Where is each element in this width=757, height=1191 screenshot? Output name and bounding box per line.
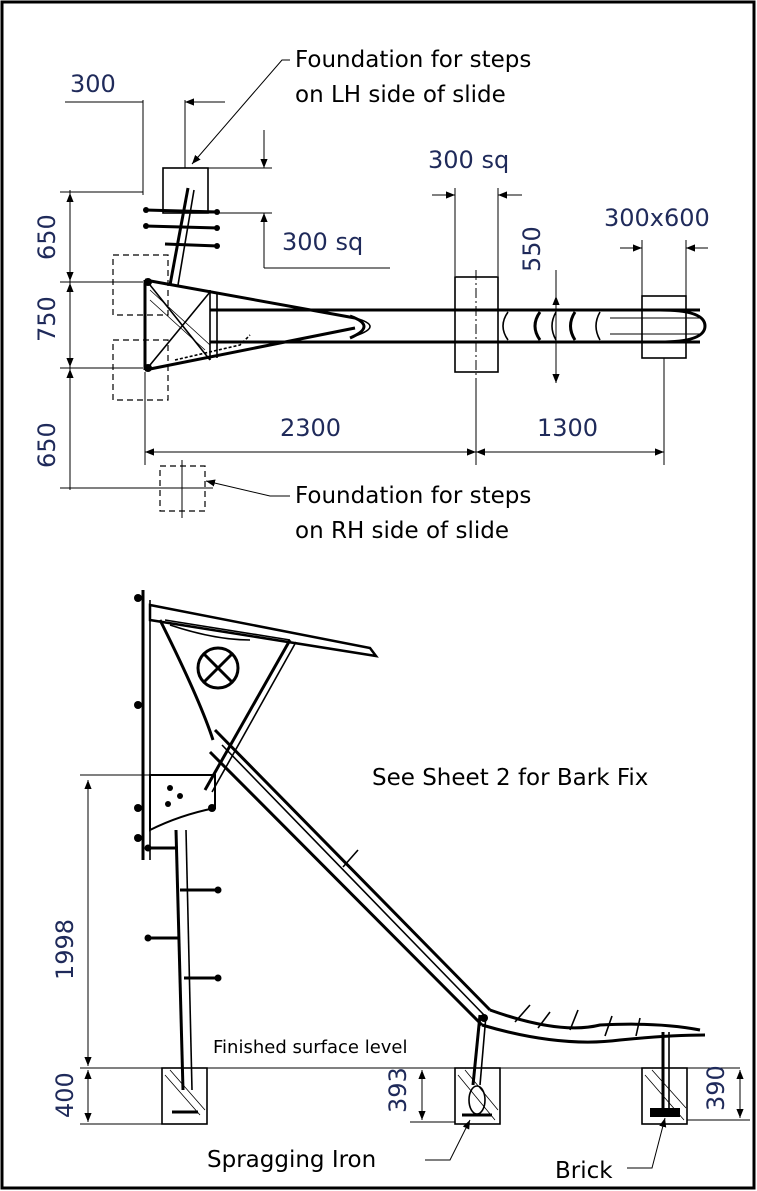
tower-foundation-top: [112, 254, 169, 316]
note-surface: Finished surface level: [213, 1037, 408, 1058]
label-spragging-iron: Spragging Iron: [207, 1147, 376, 1173]
dim-2300: 2300: [280, 414, 341, 442]
note-rh-line1: Foundation for steps: [295, 483, 531, 509]
elevation-view: Finished surface level 1998 400 393: [51, 590, 750, 1184]
foundation-blocks: [161, 1067, 688, 1125]
end-foundation: [641, 295, 687, 359]
dim-300sq-left: 300 sq: [282, 228, 363, 256]
dim-750: 750: [33, 296, 61, 342]
slide-bed-elevation: [208, 728, 706, 1044]
roof: [148, 603, 379, 658]
dim-390: 390: [702, 1065, 730, 1111]
dim-550: 550: [518, 226, 546, 272]
slide-chute-plan: [210, 308, 707, 344]
dim-300: 300: [70, 70, 116, 98]
steering-wheel-decoration: [196, 646, 240, 690]
dim-393: 393: [384, 1067, 412, 1113]
plan-view: 300 300 sq Foundation for steps on LH si…: [33, 47, 710, 544]
label-brick: Brick: [555, 1158, 613, 1184]
dim-650-bottom: 650: [33, 422, 61, 468]
note-lh-line1: Foundation for steps: [295, 47, 531, 73]
note-lh-line2: on LH side of slide: [295, 82, 506, 108]
note-bark-fix: See Sheet 2 for Bark Fix: [372, 765, 648, 791]
tower-foundation-bottom: [112, 339, 169, 401]
dim-650-top: 650: [33, 214, 61, 260]
dim-300x600: 300x600: [604, 204, 710, 232]
dim-1300: 1300: [537, 414, 598, 442]
tower-platform: [143, 278, 356, 372]
dim-1998: 1998: [51, 919, 79, 980]
note-rh-line2: on RH side of slide: [295, 518, 509, 544]
dim-300sq-top: 300 sq: [428, 146, 509, 174]
dim-400: 400: [51, 1072, 79, 1118]
